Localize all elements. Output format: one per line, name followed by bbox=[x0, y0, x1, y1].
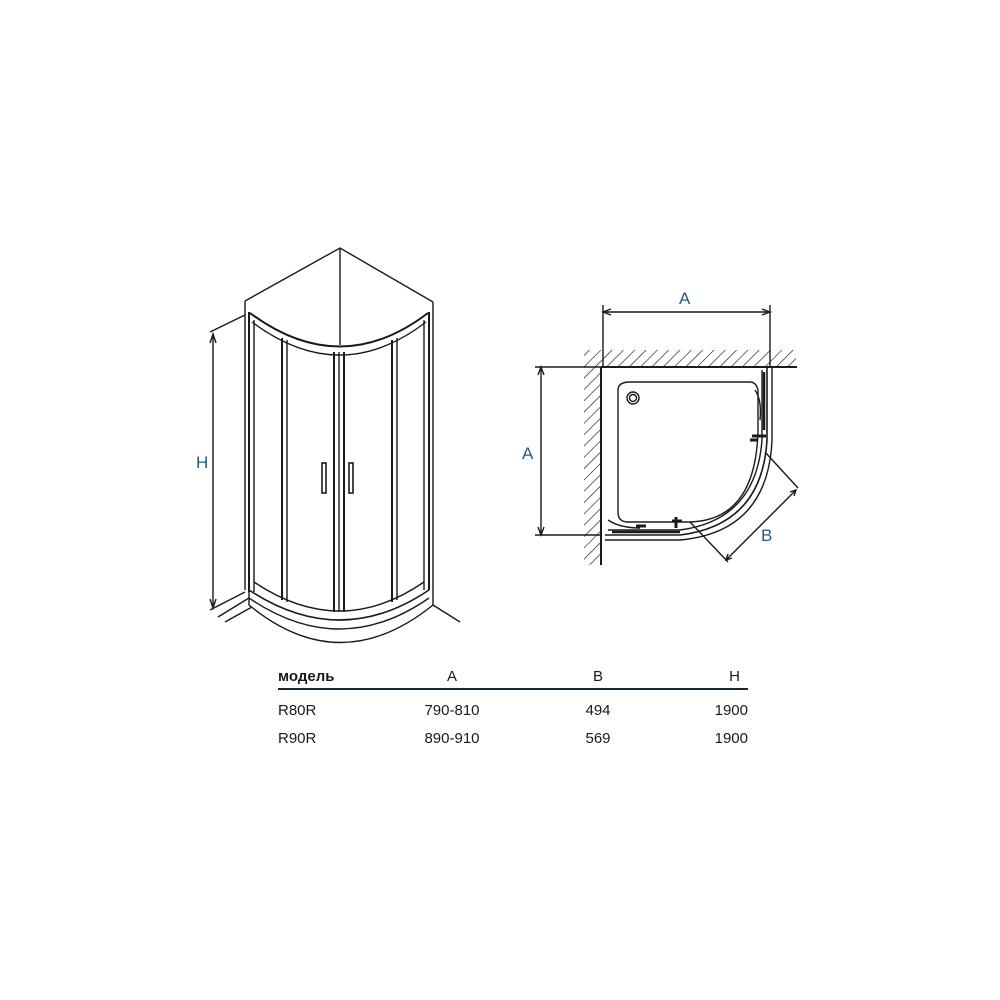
width-label-top: A bbox=[679, 289, 691, 308]
header-a: A bbox=[446, 668, 458, 685]
cell-a: 890-910 bbox=[424, 730, 480, 747]
width-label-left: A bbox=[522, 444, 534, 463]
height-label: H bbox=[196, 453, 209, 472]
dimensions-table: модель A B H R80R 790-810 494 1900 R90R … bbox=[278, 664, 748, 754]
diagonal-label: B bbox=[761, 526, 773, 545]
cell-b: 494 bbox=[585, 702, 611, 719]
cell-h: 1900 bbox=[714, 702, 748, 719]
header-b: B bbox=[592, 668, 604, 685]
table-row: R90R 890-910 569 1900 bbox=[278, 726, 748, 754]
cell-a: 790-810 bbox=[424, 702, 480, 719]
cell-model: R80R bbox=[278, 702, 317, 719]
table-header: модель A B H bbox=[278, 664, 748, 690]
header-h: H bbox=[729, 668, 740, 685]
header-model: модель bbox=[278, 668, 335, 685]
table-row: R80R 790-810 494 1900 bbox=[278, 698, 748, 726]
cell-h: 1900 bbox=[714, 730, 748, 747]
cell-b: 569 bbox=[585, 730, 611, 747]
cell-model: R90R bbox=[278, 730, 317, 747]
